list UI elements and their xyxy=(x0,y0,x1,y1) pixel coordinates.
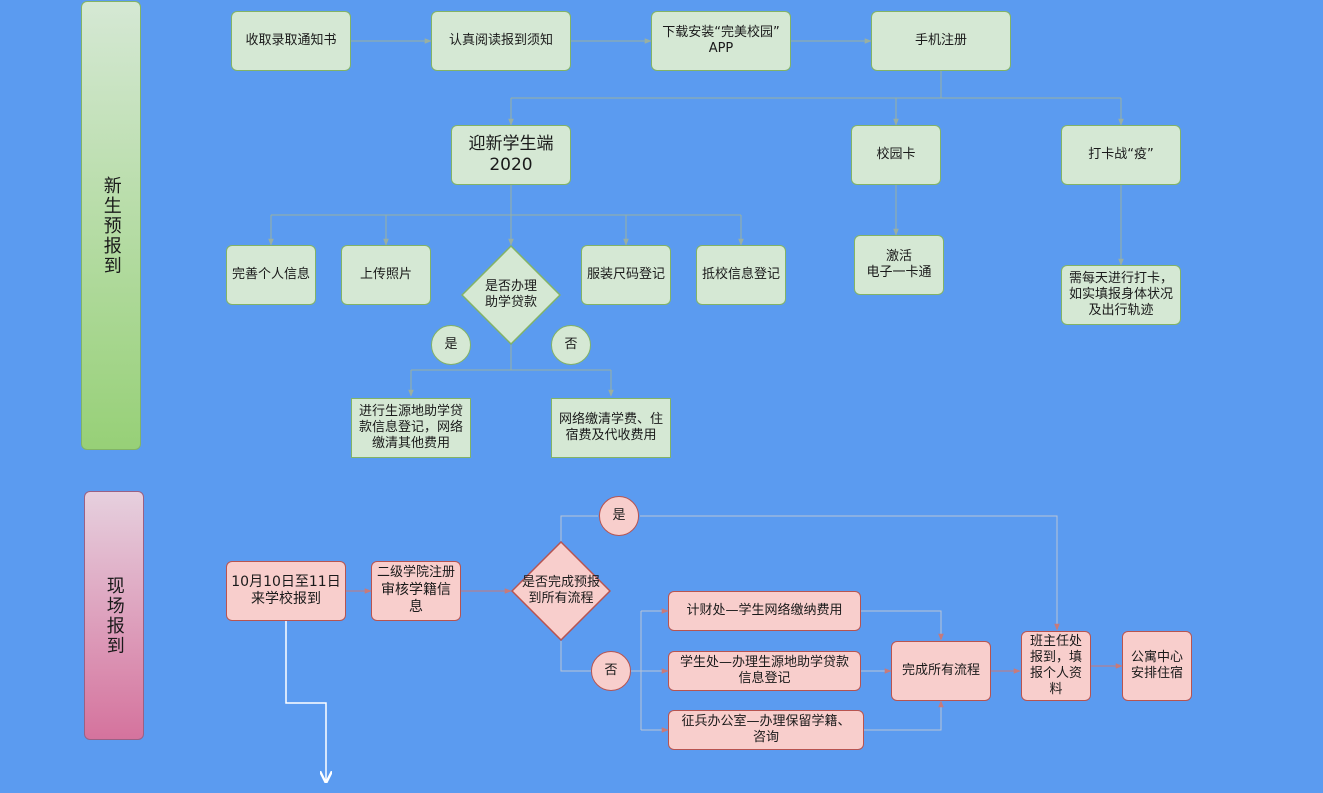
node-welcome-portal[interactable]: 迎新学生端 2020 xyxy=(451,125,571,185)
node-loan-decision: 是否办理 助学贷款 xyxy=(484,278,537,310)
lane-prereg: 新生预报到 xyxy=(81,1,141,450)
node-uniform-size[interactable]: 服装尺码登记 xyxy=(581,245,671,305)
edge-recruit-to-alldone xyxy=(864,700,944,731)
node-completed-decision: 是否完成预报 到所有流程 xyxy=(521,574,600,606)
node-all-done[interactable]: 完成所有流程 xyxy=(891,641,991,701)
node-pay-online[interactable]: 网络缴清学费、住 宿费及代收费用 xyxy=(551,398,671,458)
college-register-line-a: 二级学院注册 xyxy=(376,565,455,581)
node-loan-register[interactable]: 进行生源地助学贷 款信息登记，网络 缴清其他费用 xyxy=(351,398,471,458)
node-activate-card[interactable]: 激活 电子一卡通 xyxy=(854,235,944,295)
node-class-teacher[interactable]: 班主任处 报到，填 报个人资 料 xyxy=(1021,631,1091,701)
node-daily-report[interactable]: 需每天进行打卡， 如实填报身体状况 及出行轨迹 xyxy=(1061,265,1181,325)
node-download-app[interactable]: 下载安装“完美校园” APP xyxy=(651,11,791,71)
node-upload-photo[interactable]: 上传照片 xyxy=(341,245,431,305)
node-phone-register[interactable]: 手机注册 xyxy=(871,11,1011,71)
edge-decision-up-to-yes xyxy=(560,515,598,541)
edge-register-branch xyxy=(511,70,942,99)
edge-arrive-down-exit xyxy=(285,621,326,782)
node-dorm-center[interactable]: 公寓中心 安排住宿 xyxy=(1122,631,1192,701)
node-receive-notice[interactable]: 收取录取通知书 xyxy=(231,11,351,71)
college-register-line-b: 审核学籍信 息 xyxy=(381,581,451,616)
edge-decision-down-to-no xyxy=(560,641,591,672)
node-complete-info[interactable]: 完善个人信息 xyxy=(226,245,316,305)
edge-finance-to-alldone xyxy=(861,610,944,641)
node-prereg-yes[interactable]: 是 xyxy=(431,325,471,365)
node-arrival-info[interactable]: 抵校信息登记 xyxy=(696,245,786,305)
node-finance-office[interactable]: 计财处—学生网络缴纳费用 xyxy=(668,591,861,631)
node-onsite-yes[interactable]: 是 xyxy=(599,496,639,536)
node-campus-card[interactable]: 校园卡 xyxy=(851,125,941,185)
node-read-notice[interactable]: 认真阅读报到须知 xyxy=(431,11,571,71)
node-recruit-office[interactable]: 征兵办公室—办理保留学籍、 咨询 xyxy=(668,710,864,750)
node-loan-decision-shape[interactable] xyxy=(461,245,561,345)
node-arrive-date[interactable]: 10月10日至11日 来学校报到 xyxy=(226,561,346,621)
node-student-affairs[interactable]: 学生处—办理生源地助学贷款 信息登记 xyxy=(668,651,861,691)
lane-onsite: 现场报到 xyxy=(84,491,144,740)
node-prereg-no[interactable]: 否 xyxy=(551,325,591,365)
node-completed-decision-shape[interactable] xyxy=(511,541,611,641)
node-daily-checkin[interactable]: 打卡战“疫” xyxy=(1061,125,1181,185)
node-onsite-no[interactable]: 否 xyxy=(591,651,631,691)
node-college-register[interactable]: 二级学院注册 审核学籍信 息 xyxy=(371,561,461,621)
